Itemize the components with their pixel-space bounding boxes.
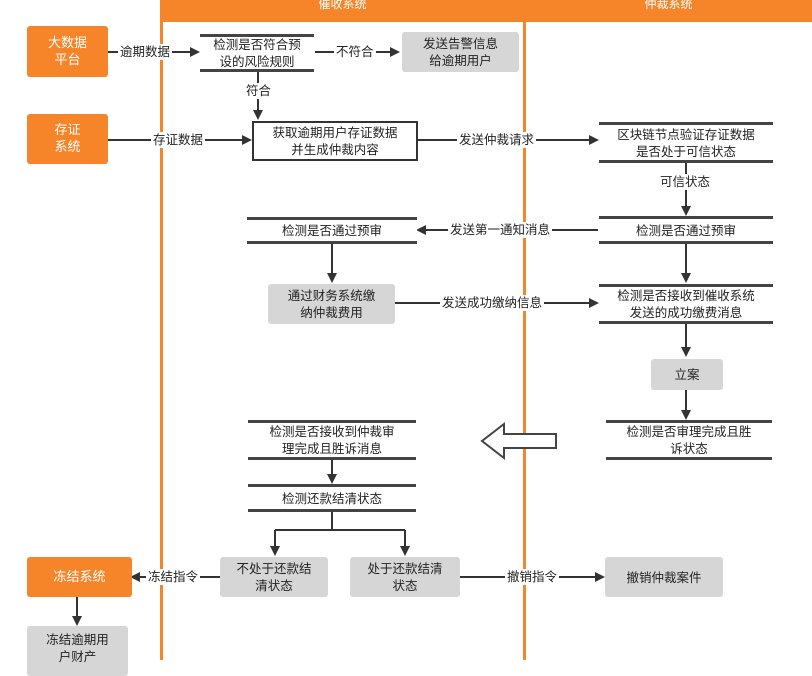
label-match: 符合	[244, 83, 274, 99]
node-freeze-system: 冻结系统	[27, 557, 132, 597]
label-trusted-state: 可信状态	[658, 174, 713, 190]
node-get-evidence-data: 获取逾期用户存证数据 并生成仲裁内容	[252, 121, 418, 161]
lane-header-collection: 催收系统	[160, 0, 525, 22]
node-check-pre-review-arbitration: 检测是否通过预审	[599, 216, 773, 244]
node-not-cleared: 不处于还款结 清状态	[220, 557, 328, 597]
label-payment-success: 发送成功缴纳信息	[440, 295, 545, 311]
label-freeze-command: 冻结指令	[146, 569, 201, 585]
node-verify-chain-evidence: 区块链节点验证存证数据 是否处于可信状态	[599, 122, 773, 163]
lane-title-arbitration: 仲裁系统	[644, 0, 693, 11]
node-check-pre-review-collection: 检测是否通过预审	[247, 217, 417, 244]
node-evidence-system: 存证 系统	[27, 114, 108, 164]
node-check-trial-win: 检测是否审理完成且胜 诉状态	[606, 420, 772, 460]
node-check-repayment: 检测还款结清状态	[248, 484, 416, 512]
label-revoke-command: 撤销指令	[505, 569, 560, 585]
label-send-arbitration-request: 发送仲裁请求	[457, 132, 537, 148]
hollow-arrow-icon	[480, 421, 557, 461]
lane-divider-left	[160, 0, 163, 660]
node-big-data-platform: 大数据 平台	[27, 26, 108, 77]
node-cleared: 处于还款结清 状态	[350, 557, 460, 597]
label-not-match: 不符合	[334, 44, 376, 60]
node-revoke-arbitration-case: 撤销仲裁案件	[605, 557, 723, 597]
node-freeze-user-assets: 冻结逾期用 户财产	[27, 626, 128, 676]
node-send-alert: 发送告警信息 给逾期用户	[402, 32, 519, 72]
label-first-notice: 发送第一通知消息	[448, 222, 553, 238]
lane-title-collection: 催收系统	[318, 0, 367, 11]
lane-header-arbitration: 仲裁系统	[525, 0, 812, 22]
node-check-win-message: 检测是否接收到仲裁审 理完成且胜诉消息	[248, 420, 416, 460]
lane-divider-middle	[523, 0, 526, 660]
node-pay-arbitration-fee: 通过财务系统缴 纳仲裁费用	[268, 284, 395, 324]
node-check-payment-message: 检测是否接收到催收系统 发送的成功缴费消息	[599, 284, 773, 324]
node-check-risk-rules: 检测是否符合预 设的风险规则	[200, 34, 314, 72]
label-evidence-data: 存证数据	[151, 132, 206, 148]
node-file-case: 立案	[651, 359, 723, 390]
label-overdue-data: 逾期数据	[118, 44, 173, 60]
